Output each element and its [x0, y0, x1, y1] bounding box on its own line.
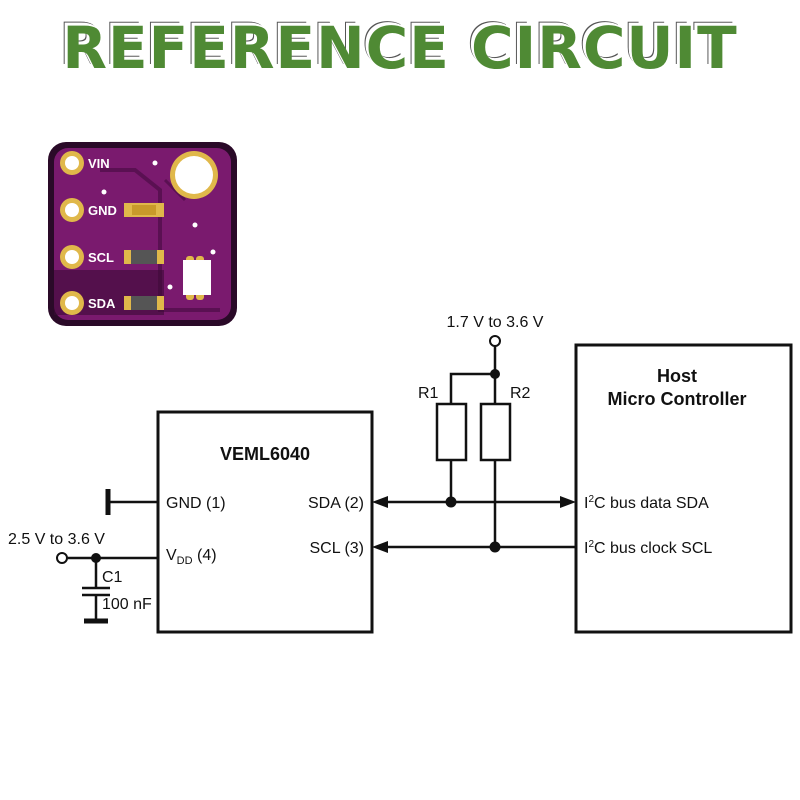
pin-pad-vin — [60, 151, 84, 175]
pin-label-vin: VIN — [88, 156, 110, 171]
pin-label-scl: SCL — [88, 250, 114, 265]
sensor-ic — [183, 256, 211, 300]
smd-component — [124, 203, 164, 217]
supply-left-label: 2.5 V to 3.6 V — [8, 531, 105, 548]
pin-pad-sda — [60, 291, 84, 315]
arrow-right-icon — [560, 496, 576, 508]
pin-vdd-label: VDD (4) — [166, 547, 217, 567]
smd-resistor — [124, 296, 164, 310]
pullup-supply-label: 1.7 V to 3.6 V — [447, 314, 544, 331]
page-title: REFERENCE CIRCUIT — [62, 14, 738, 82]
arrow-left-icon — [372, 541, 388, 553]
host-title-line2: Micro Controller — [607, 389, 746, 409]
pin-sda-label: SDA (2) — [308, 495, 364, 512]
host-mcu-box — [574, 343, 793, 634]
resistor-r1-label: R1 — [418, 385, 439, 402]
mounting-hole — [170, 151, 218, 199]
pin-gnd-label: GND (1) — [166, 495, 226, 512]
sensor-chip-name: VEML6040 — [220, 444, 310, 464]
capacitor-value: 100 nF — [102, 596, 152, 613]
sensor-chip-box — [156, 410, 374, 634]
arrow-left-icon — [372, 496, 388, 508]
pin-label-sda: SDA — [88, 296, 116, 311]
pin-pad-scl — [60, 245, 84, 269]
pin-scl-label: SCL (3) — [309, 540, 364, 557]
pin-pad-gnd — [60, 198, 84, 222]
host-title-line1: Host — [657, 366, 697, 386]
supply-terminal-icon — [56, 552, 68, 564]
smd-resistor — [124, 250, 164, 264]
host-scl-label: I2C bus clock SCL — [584, 539, 712, 557]
junction-dot — [489, 541, 501, 553]
supply-terminal-icon — [489, 335, 501, 347]
pullup-wire — [449, 372, 495, 404]
capacitor-name: C1 — [102, 569, 123, 586]
host-sda-label: I2C bus data SDA — [584, 494, 709, 512]
resistor-r2-icon — [479, 402, 512, 462]
pin-label-gnd: GND — [88, 203, 117, 218]
junction-dot — [445, 496, 457, 508]
resistor-r1-icon — [435, 402, 468, 462]
resistor-r2-label: R2 — [510, 385, 531, 402]
breakout-board: VIN GND SCL SDA — [48, 142, 237, 326]
